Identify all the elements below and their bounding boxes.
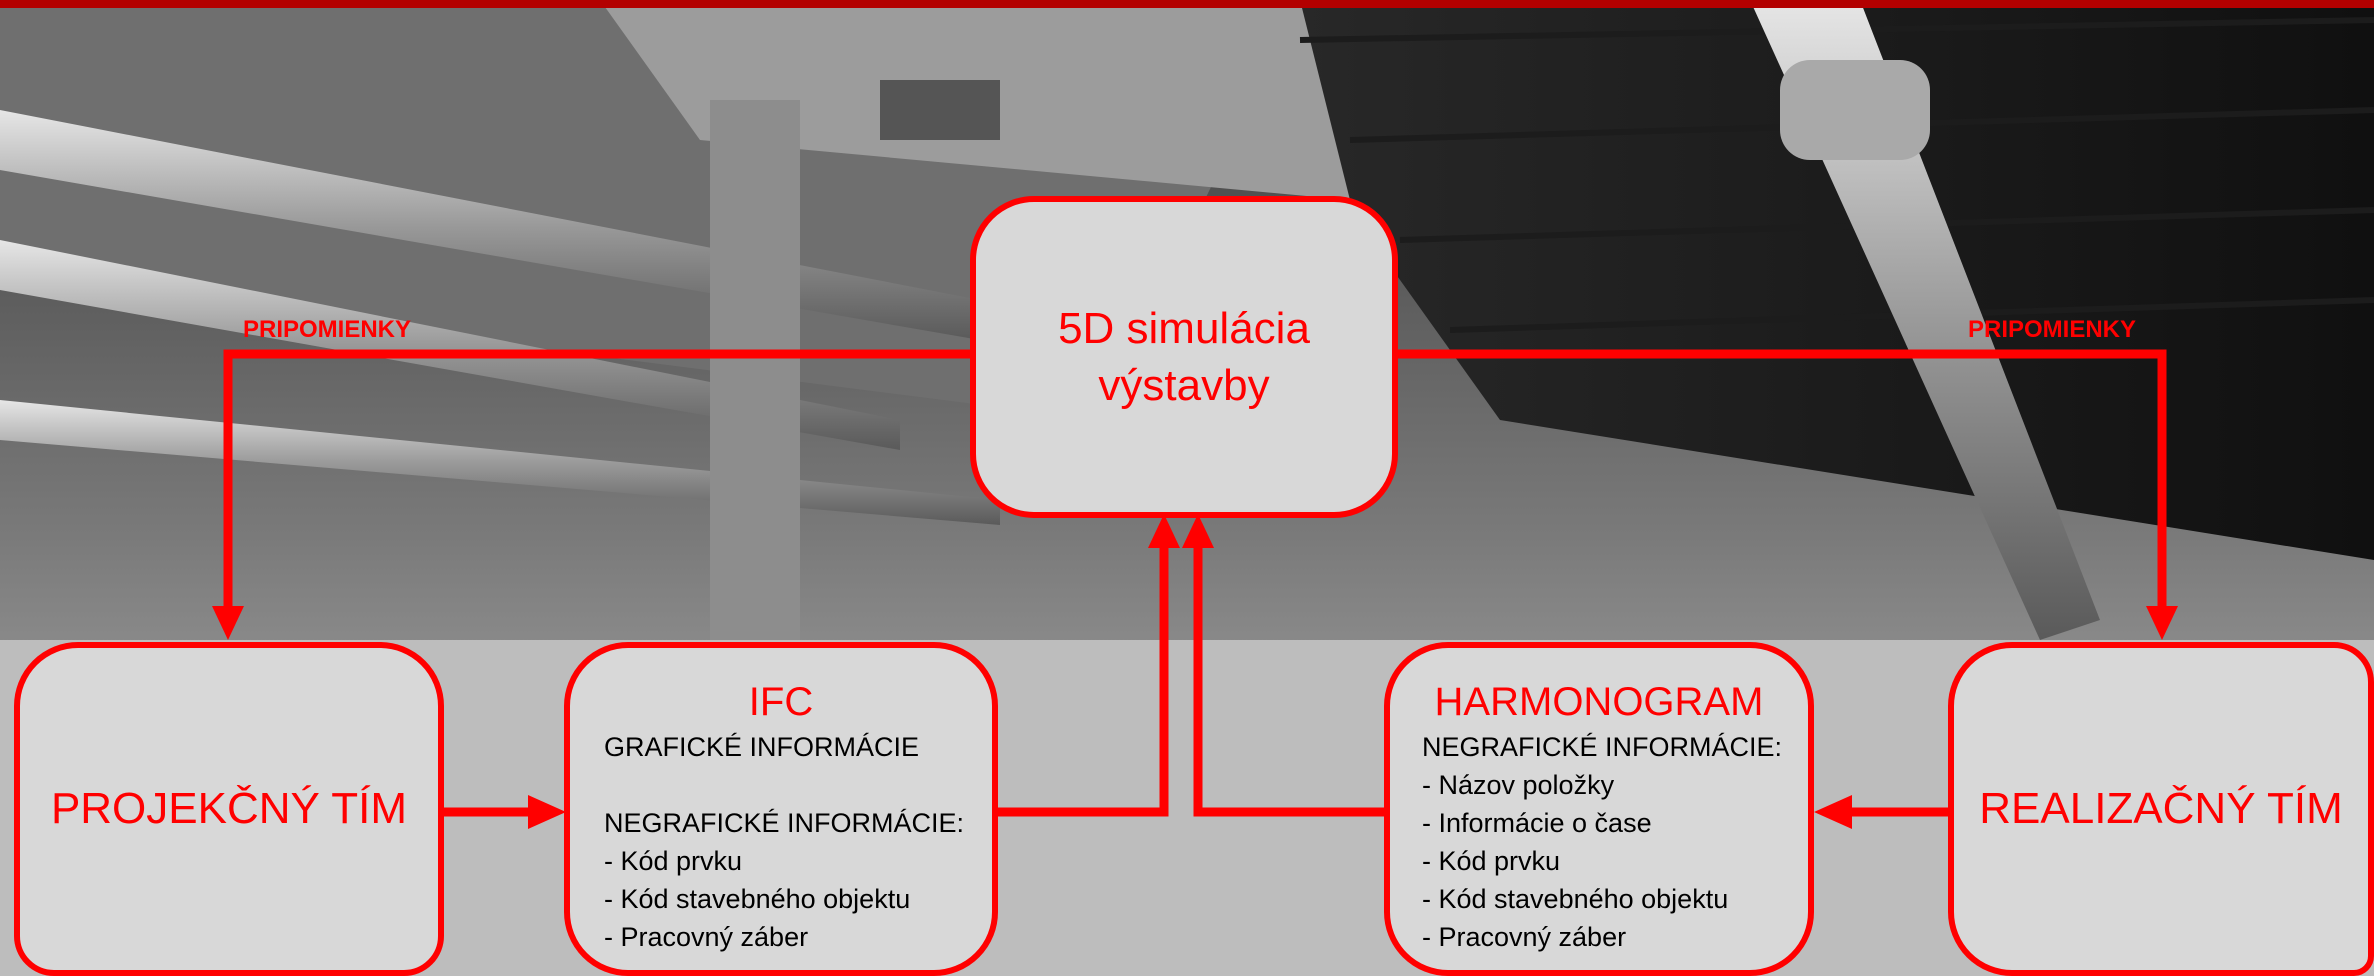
simulation-box: 5D simulácia výstavby [970, 196, 1398, 518]
harmonogram-line: - Kód stavebného objektu [1422, 884, 1729, 914]
arrow-ifc-to-sim [996, 545, 1169, 817]
realizacny-tim-title: REALIZAČNÝ TÍM [1979, 784, 2343, 834]
simulation-title-line2: výstavby [1098, 361, 1270, 410]
harmonogram-title: HARMONOGRAM [1434, 680, 1764, 724]
ifc-line: GRAFICKÉ INFORMÁCIE [604, 732, 920, 762]
ifc-title: IFC [748, 680, 814, 724]
ifc-line: - Kód prvku [604, 846, 743, 876]
ifc-box: IFC GRAFICKÉ INFORMÁCIE NEGRAFICKÉ INFOR… [564, 642, 998, 976]
arrowhead-projekcny [212, 606, 244, 640]
harmonogram-line: - Kód prvku [1422, 846, 1561, 876]
arrowhead-realizacny [2146, 606, 2178, 640]
harmonogram-lines: NEGRAFICKÉ INFORMÁCIE: - Názov položky -… [1422, 728, 1808, 956]
ifc-line: - Kód stavebného objektu [604, 884, 911, 914]
feedback-line-left [223, 349, 972, 608]
ifc-lines: GRAFICKÉ INFORMÁCIE NEGRAFICKÉ INFORMÁCI… [604, 728, 992, 956]
arrowhead-sim-right [1182, 514, 1214, 548]
ifc-line: - Pracovný záber [604, 922, 809, 952]
harmonogram-line: NEGRAFICKÉ INFORMÁCIE: [1422, 732, 1783, 762]
feedback-label-right: PRIPOMIENKY [1968, 316, 2137, 343]
realizacny-tim-box: REALIZAČNÝ TÍM [1948, 642, 2374, 976]
arrowhead-harmonogram [1814, 795, 1852, 829]
harmonogram-line: - Názov položky [1422, 770, 1615, 800]
ifc-line: NEGRAFICKÉ INFORMÁCIE: [604, 808, 965, 838]
feedback-label-left: PRIPOMIENKY [243, 316, 412, 343]
harmonogram-line: - Pracovný záber [1422, 922, 1627, 952]
arrowhead-ifc [528, 795, 566, 829]
harmonogram-box: HARMONOGRAM NEGRAFICKÉ INFORMÁCIE: - Náz… [1384, 642, 1814, 976]
harmonogram-line: - Informácie o čase [1422, 808, 1652, 838]
simulation-title-line1: 5D simulácia [1058, 303, 1310, 353]
projekcny-tim-box: PROJEKČNÝ TÍM [14, 642, 444, 976]
ifc-line [604, 766, 992, 804]
arrow-harmonogram-to-sim [1193, 545, 1386, 817]
arrowhead-sim-left [1148, 514, 1180, 548]
feedback-line-right [1397, 349, 2167, 608]
projekcny-tim-title: PROJEKČNÝ TÍM [50, 784, 408, 834]
